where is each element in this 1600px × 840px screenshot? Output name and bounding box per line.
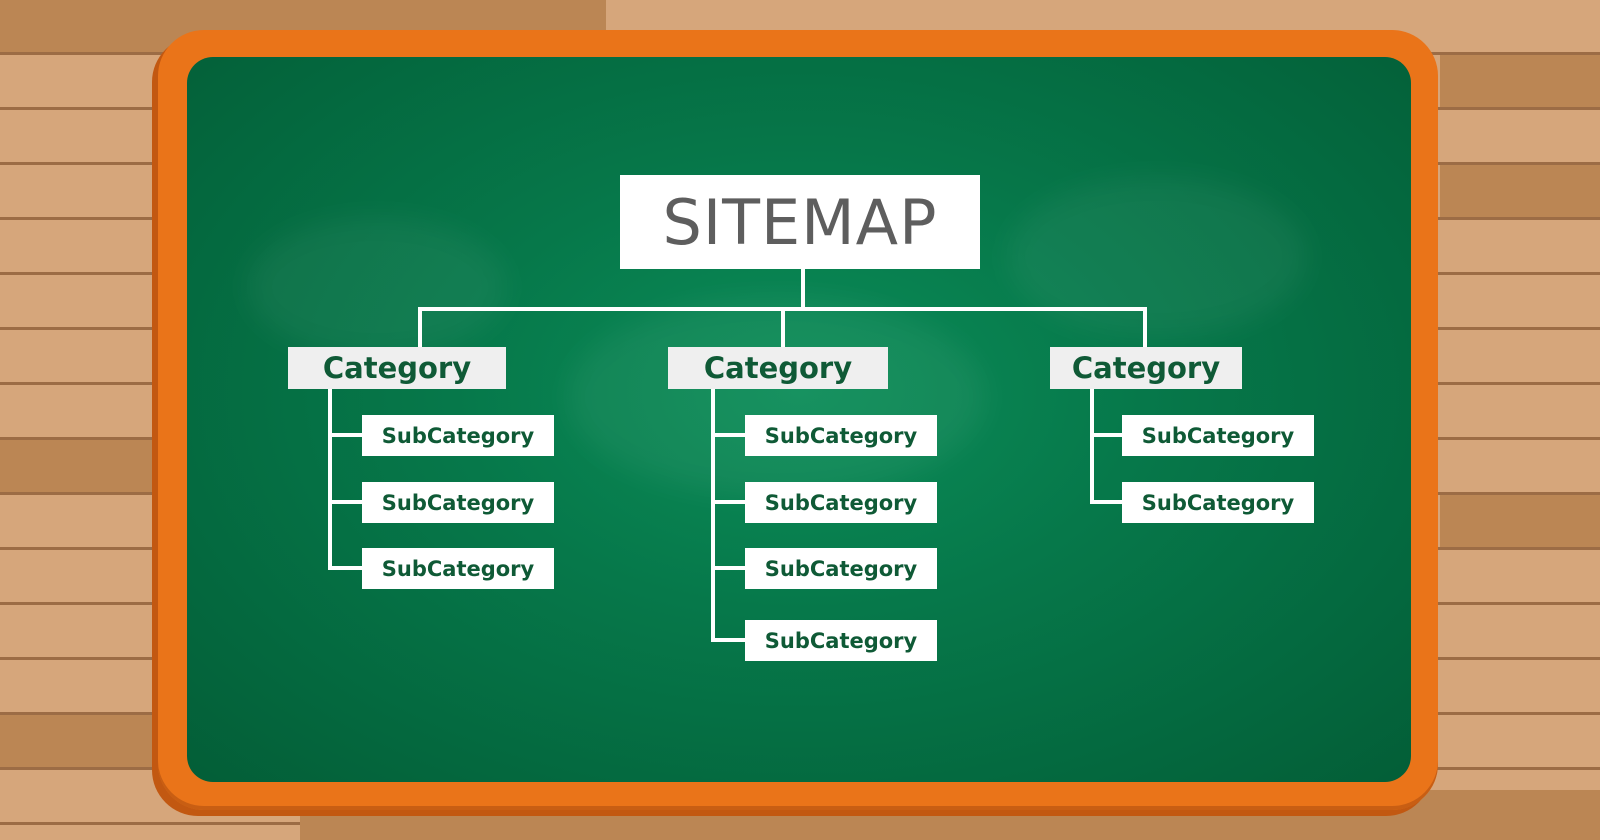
wood-plank — [0, 440, 160, 492]
category-node: Category — [288, 347, 506, 389]
subcategory-node: SubCategory — [745, 415, 937, 456]
chalk-smudge — [567, 297, 987, 497]
subcategory-node: SubCategory — [745, 482, 937, 523]
wood-plank — [1440, 55, 1600, 107]
sitemap-title: SITEMAP — [620, 175, 980, 269]
subcategory-node: SubCategory — [745, 548, 937, 589]
subcategory-node: SubCategory — [362, 415, 554, 456]
chalk-smudge — [247, 217, 507, 357]
subcategory-node: SubCategory — [1122, 482, 1314, 523]
subcategory-node: SubCategory — [362, 482, 554, 523]
wood-plank — [1440, 495, 1600, 547]
subcategory-node: SubCategory — [745, 620, 937, 661]
category-node: Category — [668, 347, 888, 389]
category-node: Category — [1050, 347, 1242, 389]
subcategory-node: SubCategory — [1122, 415, 1314, 456]
wood-plank — [1440, 165, 1600, 217]
wood-plank — [0, 715, 160, 767]
subcategory-node: SubCategory — [362, 548, 554, 589]
